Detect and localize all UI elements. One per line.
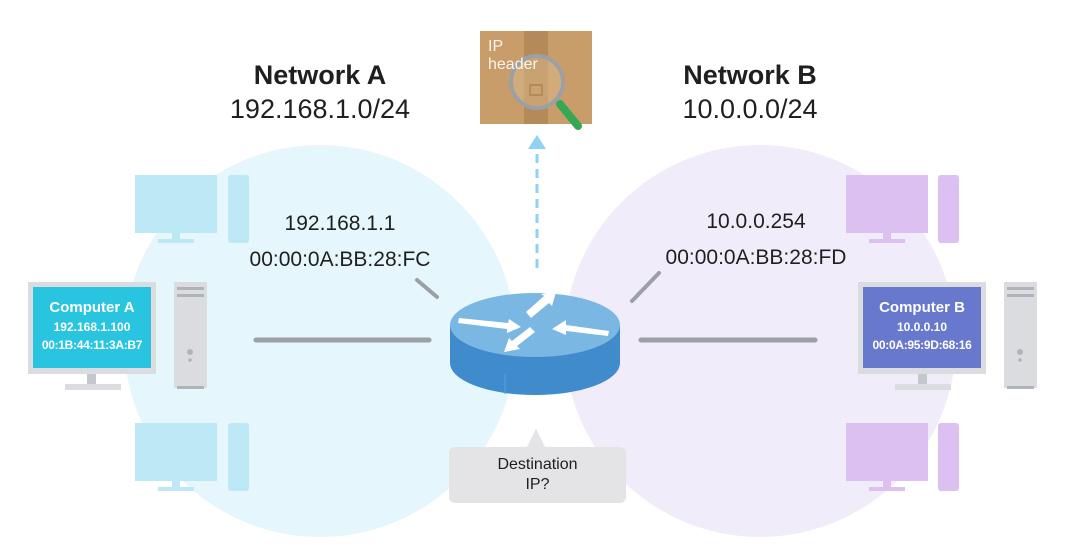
packet-label: IP header <box>488 38 538 74</box>
computer-a-mac: 00:1B:44:11:3A:B7 <box>41 338 143 352</box>
packet-label-line2: header <box>488 56 538 73</box>
callout-line1: Destination <box>497 456 578 473</box>
ghost-computer-b-top <box>846 175 959 243</box>
pointer-interface-b <box>630 271 661 303</box>
callout-line2: IP? <box>525 476 550 493</box>
packet-label-line1: IP <box>488 38 504 55</box>
router-arrows-icon <box>458 292 609 352</box>
computer-a-stand <box>87 374 96 384</box>
dashed-arrow-head <box>528 135 546 149</box>
computer-b-tower <box>1004 282 1037 389</box>
router-interface-a-ip: 192.168.1.1 <box>284 212 396 235</box>
computer-a-base <box>65 384 121 390</box>
network-a-cidr: 192.168.1.0/24 <box>229 94 411 124</box>
ip-header-packet[interactable] <box>480 31 592 130</box>
router[interactable] <box>450 292 620 395</box>
computer-b-name: Computer B <box>879 299 965 316</box>
destination-ip-callout: Destination IP? <box>449 447 626 503</box>
router-interface-b-mac: 00:00:0A:BB:28:FD <box>665 246 847 269</box>
router-interface-b-label: 10.0.0.254 00:00:0A:BB:28:FD <box>616 204 896 276</box>
computer-a-screen <box>33 287 151 368</box>
computer-a-info: Computer A 192.168.1.100 00:1B:44:11:3A:… <box>33 298 151 354</box>
computer-b-info: Computer B 10.0.0.10 00:0A:95:9D:68:16 <box>863 298 981 354</box>
computer-b-stand <box>918 374 927 384</box>
callout-pointer <box>527 429 545 447</box>
computer-a-name: Computer A <box>49 299 135 316</box>
router-interface-a-mac: 00:00:0A:BB:28:FC <box>249 248 431 271</box>
router-interface-a-label: 192.168.1.1 00:00:0A:BB:28:FC <box>200 206 480 278</box>
network-b-name: Network B <box>683 60 817 90</box>
router-top <box>450 293 620 357</box>
computer-a-ip: 192.168.1.100 <box>53 320 131 334</box>
network-a-name: Network A <box>253 60 387 90</box>
ghost-computer-b-bottom <box>846 423 959 491</box>
computer-a-tower <box>174 282 207 389</box>
computer-b-screen <box>863 287 981 368</box>
pointer-interface-a <box>415 278 439 299</box>
ghost-computer-a-bottom <box>135 423 249 491</box>
magnifier-icon <box>509 54 582 130</box>
ghost-computer-a-top <box>135 175 249 243</box>
computer-a[interactable] <box>28 282 207 390</box>
router-interface-b-ip: 10.0.0.254 <box>706 210 806 233</box>
computer-b-ip: 10.0.0.10 <box>896 320 948 334</box>
computer-b-base <box>895 384 951 390</box>
computer-b[interactable] <box>858 282 1037 390</box>
network-b-title: Network B 10.0.0.0/24 <box>600 58 900 126</box>
network-a-title: Network A 192.168.1.0/24 <box>170 58 470 126</box>
computer-b-mac: 00:0A:95:9D:68:16 <box>872 338 972 352</box>
network-b-cidr: 10.0.0.0/24 <box>682 94 818 124</box>
